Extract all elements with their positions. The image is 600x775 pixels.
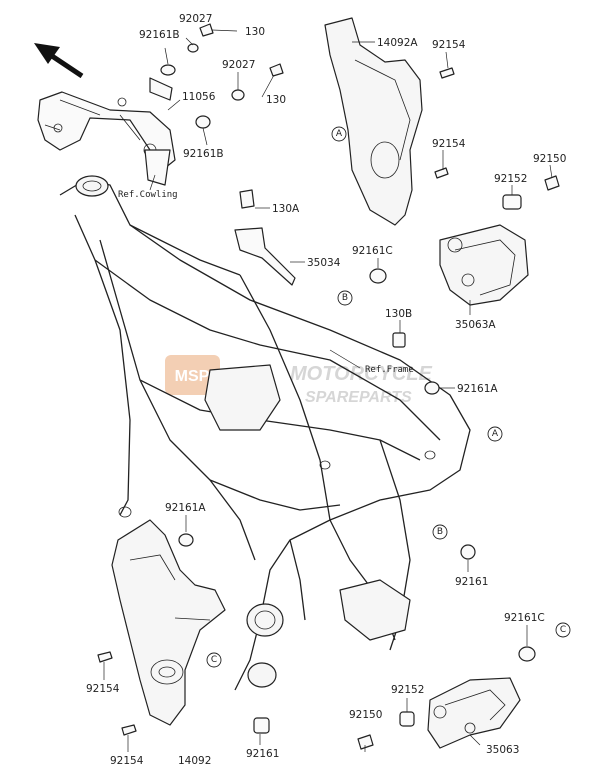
bolt-92150-lower [357, 734, 374, 750]
label-14092: 14092 [178, 755, 211, 767]
footrest-bracket-35063a [369, 175, 560, 306]
label-92154-lower-b: 92154 [110, 755, 144, 767]
label-92161-right: 92161 [455, 576, 488, 588]
label-92154-upper: 92154 [432, 39, 466, 51]
bolt-130a [239, 189, 255, 209]
bolt-130-upper [199, 23, 214, 37]
callout-b-lower-text: B [437, 527, 443, 537]
label-14092a: 14092A [377, 37, 418, 49]
leader-lines [103, 29, 553, 752]
screw-92154-mid [434, 167, 449, 179]
screw-92154-lower-a [97, 651, 113, 663]
label-92027-upper: 92027 [179, 13, 212, 25]
callout-c-left [206, 652, 222, 668]
upper-left-fasteners [160, 23, 284, 129]
screw-92154-lower-b [121, 724, 137, 736]
label-11056: 11056 [182, 91, 216, 103]
label-130-upper: 130 [245, 26, 265, 38]
grommet-92161c-upper [369, 268, 387, 284]
label-92161b-upper: 92161B [139, 29, 180, 41]
side-cover-14092a [324, 17, 455, 226]
callout-b-upper [337, 290, 353, 306]
screw-92154-upper [439, 67, 455, 79]
grommet-92161-right [460, 544, 476, 560]
callout-a-upper-text: A [336, 129, 343, 139]
label-92152-upper: 92152 [494, 173, 527, 185]
grommet-92161c-lower [518, 646, 536, 662]
grommet-92161a-right [424, 381, 440, 395]
callout-c-right [555, 622, 571, 638]
collar-92152-lower [399, 711, 415, 727]
label-92161c-lower: 92161C [504, 612, 545, 624]
label-92161a-right: 92161A [457, 383, 498, 395]
watermark-badge [165, 355, 220, 395]
side-cover-14092 [97, 519, 226, 736]
ref-frame-note: Ref.Frame [365, 365, 414, 375]
collar-92027-upper [187, 43, 199, 53]
main-frame [59, 175, 471, 691]
callout-a-upper [331, 126, 347, 142]
callout-c-left-text: C [211, 655, 217, 665]
callout-b-upper-text: B [342, 293, 348, 303]
label-92161a-left: 92161A [165, 502, 206, 514]
label-35063: 35063 [486, 744, 519, 756]
collar-92027-lower [231, 89, 245, 101]
collar-92152-upper [502, 194, 522, 210]
bolt-92150-upper [544, 175, 560, 191]
label-35034: 35034 [307, 257, 341, 269]
watermark-line1: MOTORCYCLE [290, 363, 433, 385]
label-92150-lower: 92150 [349, 709, 382, 721]
label-92152-lower: 92152 [391, 684, 424, 696]
ref-cowling-note: Ref.Cowling [118, 190, 178, 200]
grommet-92161a-left [178, 533, 194, 547]
frame-side-fasteners [178, 332, 476, 734]
label-92161-bottom: 92161 [246, 748, 279, 760]
label-130a: 130A [272, 203, 300, 215]
watermark-line2: SPAREPARTS [305, 389, 412, 406]
label-92154-lower-a: 92154 [86, 683, 120, 695]
part-labels: 92027 130 92161B 92027 130 11056 92161B … [86, 13, 566, 767]
label-130b: 130B [385, 308, 412, 320]
callout-a-lower [487, 426, 503, 442]
watermark: MSP MOTORCYCLE SPAREPARTS [165, 355, 433, 406]
bolt-130-lower [269, 63, 284, 77]
watermark-badge-text: MSP [175, 368, 210, 385]
label-35063a: 35063A [455, 319, 496, 331]
label-130-lower: 130 [266, 94, 286, 106]
label-92150-upper: 92150 [533, 153, 566, 165]
callouts: A B A B C C [206, 126, 571, 668]
callout-b-lower [432, 524, 448, 540]
grommet-92161-bottom [253, 717, 270, 734]
footrest-bracket-35063 [357, 646, 536, 750]
bracket-35034 [234, 189, 296, 286]
callout-c-right-text: C [560, 625, 566, 635]
label-92161c-upper: 92161C [352, 245, 393, 257]
label-92161b-lower: 92161B [183, 148, 224, 160]
label-92154-mid: 92154 [432, 138, 466, 150]
bolt-130b [392, 332, 406, 348]
grommet-92161b-upper [160, 64, 176, 76]
callout-a-lower-text: A [492, 429, 499, 439]
front-direction-arrow-icon [34, 43, 84, 79]
label-92027-lower: 92027 [222, 59, 255, 71]
grommet-92161b-lower [195, 115, 211, 129]
cowling-bracket-11056 [37, 77, 176, 186]
